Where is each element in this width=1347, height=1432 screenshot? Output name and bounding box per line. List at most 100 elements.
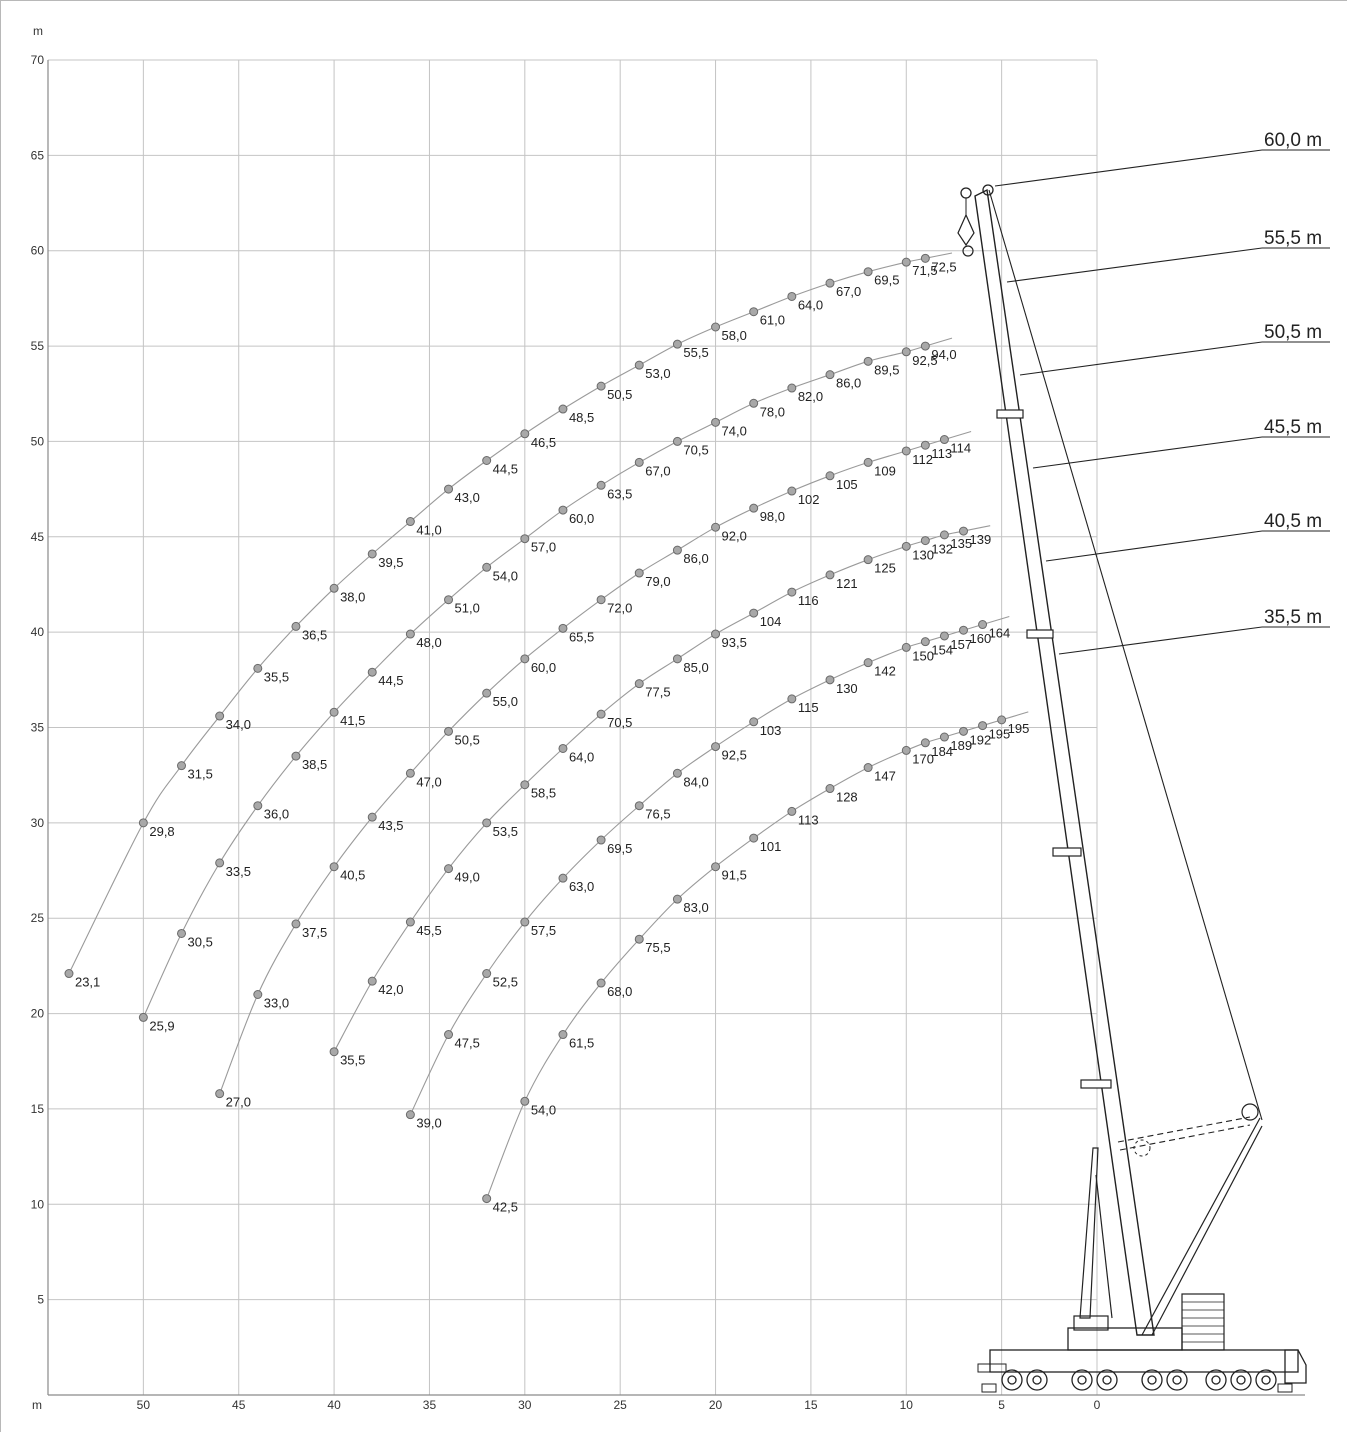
load-point xyxy=(863,267,873,277)
x-tick-label: 5 xyxy=(998,1398,1005,1412)
x-tick-label: 50 xyxy=(137,1398,151,1412)
load-curve-6: 42,554,061,568,075,583,091,5101113128147… xyxy=(482,711,1030,1215)
load-point xyxy=(901,347,911,357)
boom-length-label: 45,5 m xyxy=(1264,417,1322,438)
load-point xyxy=(939,530,949,540)
load-point xyxy=(253,990,263,999)
load-point-label: 57,0 xyxy=(531,540,556,555)
load-point xyxy=(711,629,721,639)
y-tick-label: 10 xyxy=(31,1197,45,1211)
load-point-label: 76,5 xyxy=(645,807,670,822)
load-point-label: 41,5 xyxy=(340,713,365,728)
load-point-label: 139 xyxy=(969,532,991,547)
load-point xyxy=(749,717,759,727)
load-point-label: 33,5 xyxy=(226,864,251,879)
load-point xyxy=(329,862,339,872)
load-point-label: 192 xyxy=(969,732,991,747)
load-point xyxy=(787,694,797,704)
load-point-label: 102 xyxy=(798,492,820,507)
load-point-label: 105 xyxy=(836,477,858,492)
load-point-label: 75,5 xyxy=(645,940,670,955)
load-point-label: 60,0 xyxy=(569,511,594,526)
load-curves: 23,129,831,534,035,536,538,039,541,043,0… xyxy=(64,252,1030,1215)
load-point xyxy=(444,864,454,874)
load-curve-3: 27,033,037,540,543,547,050,555,060,065,5… xyxy=(215,430,972,1110)
load-point xyxy=(215,711,225,721)
load-point xyxy=(596,978,606,988)
load-point xyxy=(749,608,759,618)
load-point-label: 45,5 xyxy=(416,923,441,938)
crane-luffing-cylinder xyxy=(1079,1147,1099,1319)
load-point xyxy=(901,745,911,755)
load-point xyxy=(558,623,568,633)
load-curve-line xyxy=(409,615,1010,1115)
y-tick-label: 15 xyxy=(31,1102,45,1116)
boom-leader-line xyxy=(1019,341,1263,376)
crane-outrigger-pad-left xyxy=(981,1383,997,1393)
load-point-label: 39,0 xyxy=(416,1116,441,1131)
load-point xyxy=(367,549,377,559)
load-point xyxy=(558,743,568,753)
load-point xyxy=(138,818,148,828)
crane-operator-cab xyxy=(1073,1315,1109,1331)
load-point-label: 82,0 xyxy=(798,389,823,404)
boom-length-label: 35,5 m xyxy=(1264,607,1322,628)
load-point-label: 92,5 xyxy=(722,748,747,763)
boom-leader-line xyxy=(1032,436,1263,469)
load-point xyxy=(634,801,644,811)
load-point xyxy=(253,663,263,673)
load-point-label: 34,0 xyxy=(226,717,251,732)
load-point xyxy=(711,417,721,427)
load-point-label: 86,0 xyxy=(683,551,708,566)
load-point xyxy=(482,562,492,572)
crane-hook xyxy=(962,245,974,257)
y-tick-label: 60 xyxy=(31,244,45,258)
load-point-label: 42,0 xyxy=(378,982,403,997)
y-tick-label: 70 xyxy=(31,53,45,67)
load-point-label: 157 xyxy=(950,637,972,652)
load-point xyxy=(520,429,530,439)
boom-length-label: 60,0 m xyxy=(1264,130,1322,151)
load-point xyxy=(367,667,377,677)
load-point-label: 195 xyxy=(1008,721,1030,736)
load-point xyxy=(634,457,644,467)
load-point-label: 53,5 xyxy=(493,824,518,839)
y-tick-label: 40 xyxy=(31,625,45,639)
load-point-label: 30,5 xyxy=(188,934,213,949)
load-point-label: 61,5 xyxy=(569,1036,594,1051)
x-tick-label: 45 xyxy=(232,1398,246,1412)
load-point-label: 46,5 xyxy=(531,435,556,450)
crane-guy-line xyxy=(988,189,1263,1121)
load-point xyxy=(520,654,530,664)
load-point-label: 93,5 xyxy=(722,635,747,650)
load-point xyxy=(558,505,568,515)
load-point xyxy=(901,541,911,551)
load-point-label: 49,0 xyxy=(455,870,480,885)
load-point xyxy=(215,1089,225,1099)
load-point xyxy=(939,732,949,742)
load-point xyxy=(520,917,530,927)
crane-cylinder-rod xyxy=(1095,1174,1113,1319)
crane-superlift-mast xyxy=(1141,1117,1261,1336)
load-point xyxy=(958,625,968,635)
load-point-label: 50,5 xyxy=(455,732,480,747)
load-point-label: 72,0 xyxy=(607,601,632,616)
load-point-label: 60,0 xyxy=(531,660,556,675)
load-point-label: 104 xyxy=(760,614,782,629)
load-point xyxy=(520,534,530,544)
x-tick-label: 40 xyxy=(327,1398,341,1412)
load-point-label: 44,5 xyxy=(378,673,403,688)
load-point xyxy=(329,583,339,593)
load-point-label: 36,0 xyxy=(264,807,289,822)
x-tick-label: 10 xyxy=(900,1398,914,1412)
x-tick-label: 25 xyxy=(614,1398,628,1412)
load-point xyxy=(749,833,759,843)
load-point xyxy=(749,503,759,513)
load-point xyxy=(997,715,1007,725)
load-point-label: 85,0 xyxy=(683,660,708,675)
load-point-label: 64,0 xyxy=(569,749,594,764)
load-point xyxy=(444,726,454,736)
load-point xyxy=(405,768,415,778)
boom-section-joints xyxy=(996,409,1112,1089)
